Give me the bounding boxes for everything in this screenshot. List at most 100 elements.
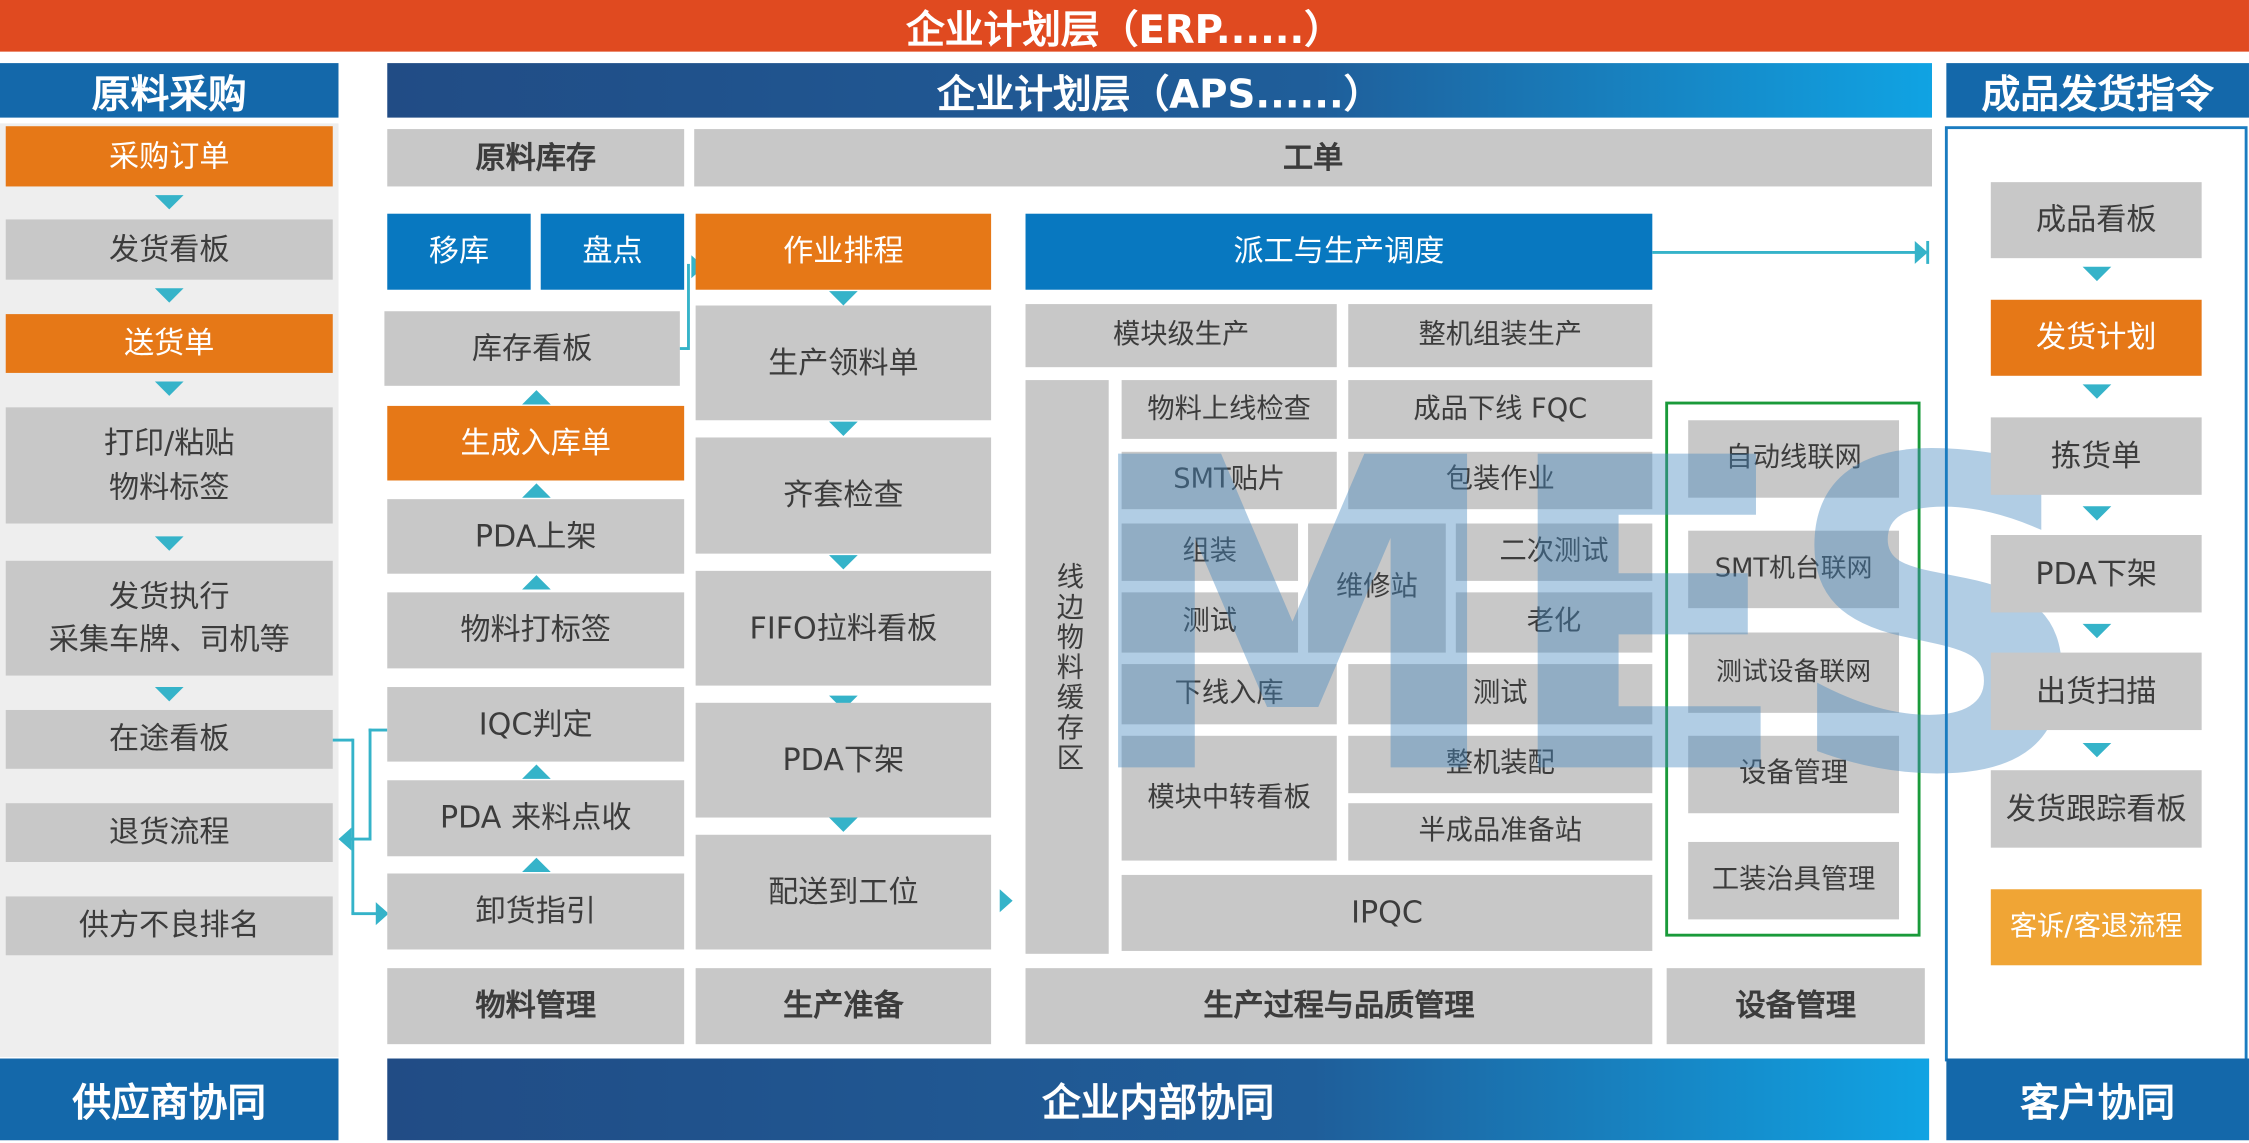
arrow-down-icon bbox=[154, 687, 184, 702]
arrow-down-icon bbox=[829, 817, 858, 832]
right-header: 成品发货指令 bbox=[1946, 63, 2249, 118]
repair-station[interactable]: 维修站 bbox=[1308, 523, 1446, 653]
arrow-down-icon bbox=[829, 421, 858, 437]
arrow-up-icon bbox=[522, 390, 551, 405]
smt-placement[interactable]: SMT贴片 bbox=[1121, 451, 1337, 510]
customer-collaboration: 客户协同 bbox=[1946, 1058, 2249, 1141]
arrow-left-icon bbox=[338, 827, 352, 851]
print-label[interactable]: 打印/粘贴 物料标签 bbox=[5, 407, 333, 524]
arrow-right-icon bbox=[999, 889, 1013, 913]
connector-line bbox=[368, 728, 388, 732]
shipping-plan[interactable]: 发货计划 bbox=[1990, 299, 2202, 376]
connector-line bbox=[368, 728, 372, 841]
connector-line bbox=[349, 837, 371, 841]
connector-line bbox=[1926, 240, 1930, 264]
arrow-right-icon bbox=[1914, 240, 1928, 264]
connector-line bbox=[351, 738, 355, 914]
dispatch-scheduling[interactable]: 派工与生产调度 bbox=[1025, 213, 1653, 290]
generate-inbound-order[interactable]: 生成入库单 bbox=[387, 405, 685, 481]
iqc-judgement[interactable]: IQC判定 bbox=[387, 687, 685, 762]
connector-line bbox=[1652, 251, 1920, 254]
connector-line bbox=[332, 738, 353, 742]
left-header: 原料采购 bbox=[0, 63, 339, 118]
delivery-note[interactable]: 送货单 bbox=[5, 314, 333, 373]
shipment-tracking-board[interactable]: 发货跟踪看板 bbox=[1990, 770, 2202, 848]
semi-finished-station[interactable]: 半成品准备站 bbox=[1348, 803, 1653, 861]
unloading-guide[interactable]: 卸货指引 bbox=[387, 873, 685, 950]
final-assembly[interactable]: 整机装配 bbox=[1348, 735, 1653, 794]
arrow-down-icon bbox=[154, 536, 184, 551]
shipment-scan[interactable]: 出货扫描 bbox=[1990, 652, 2202, 731]
connector-line bbox=[687, 263, 690, 350]
internal-collaboration: 企业内部协同 bbox=[387, 1058, 1930, 1141]
assembly-production[interactable]: 整机组装生产 bbox=[1348, 304, 1653, 368]
in-transit-board[interactable]: 在途看板 bbox=[5, 709, 333, 769]
arrow-down-icon bbox=[2082, 506, 2112, 521]
fifo-pull-board[interactable]: FIFO拉料看板 bbox=[695, 570, 992, 686]
assembly[interactable]: 组装 bbox=[1121, 523, 1299, 581]
kit-check[interactable]: 齐套检查 bbox=[695, 437, 992, 554]
arrow-down-icon bbox=[2082, 623, 2112, 639]
line-side-buffer[interactable]: 线边物料缓存区 bbox=[1025, 380, 1109, 954]
arrow-down-icon bbox=[154, 381, 184, 396]
finished-goods-board[interactable]: 成品看板 bbox=[1990, 182, 2202, 259]
test-assembly[interactable]: 测试 bbox=[1348, 664, 1653, 725]
picking-list[interactable]: 拣货单 bbox=[1990, 417, 2202, 495]
arrow-down-icon bbox=[829, 555, 858, 570]
module-production[interactable]: 模块级生产 bbox=[1025, 304, 1337, 368]
customer-complaint-process[interactable]: 客诉/客退流程 bbox=[1990, 889, 2202, 966]
pda-shelving[interactable]: PDA上架 bbox=[387, 499, 685, 574]
connector-line bbox=[351, 912, 378, 916]
deliver-to-station[interactable]: 配送到工位 bbox=[695, 834, 992, 950]
packaging[interactable]: 包装作业 bbox=[1348, 451, 1653, 510]
arrow-down-icon bbox=[2082, 266, 2112, 282]
arrow-up-icon bbox=[522, 857, 551, 873]
arrow-down-icon bbox=[154, 195, 184, 210]
arrow-up-icon bbox=[522, 764, 551, 779]
secondary-test[interactable]: 二次测试 bbox=[1455, 523, 1653, 581]
arrow-down-icon bbox=[2082, 384, 2112, 399]
arrow-up-icon bbox=[522, 483, 551, 498]
module-transfer-board[interactable]: 模块中转看板 bbox=[1121, 735, 1337, 861]
pda-receiving[interactable]: PDA 来料点收 bbox=[387, 780, 685, 857]
smt-machine-network[interactable]: SMT机台联网 bbox=[1688, 530, 1900, 609]
shipping-execution[interactable]: 发货执行 采集车牌、司机等 bbox=[5, 560, 333, 676]
production-picking-list[interactable]: 生产领料单 bbox=[695, 305, 992, 421]
inventory-board[interactable]: 库存看板 bbox=[384, 311, 680, 386]
inventory-count[interactable]: 盘点 bbox=[540, 213, 685, 290]
test-equipment-network[interactable]: 测试设备联网 bbox=[1688, 632, 1900, 713]
equipment-group-border bbox=[1665, 401, 1921, 937]
supplier-defect-ranking[interactable]: 供方不良排名 bbox=[5, 896, 333, 956]
arrow-right-icon bbox=[375, 902, 389, 926]
equipment-management-footer: 设备管理 bbox=[1666, 968, 1925, 1045]
tooling-management[interactable]: 工装治具管理 bbox=[1688, 841, 1900, 920]
offline-storage[interactable]: 下线入库 bbox=[1121, 664, 1337, 725]
ipqc[interactable]: IPQC bbox=[1121, 874, 1653, 951]
material-management-footer: 物料管理 bbox=[387, 968, 685, 1045]
return-process[interactable]: 退货流程 bbox=[5, 803, 333, 863]
auto-line-network[interactable]: 自动线联网 bbox=[1688, 420, 1900, 498]
arrow-down-icon bbox=[829, 291, 858, 306]
production-prep-footer: 生产准备 bbox=[695, 968, 992, 1045]
erp-bar: 企业计划层（ERP......） bbox=[0, 0, 2249, 52]
pda-unshelving[interactable]: PDA下架 bbox=[695, 702, 992, 818]
transfer-stock[interactable]: 移库 bbox=[387, 213, 531, 290]
job-scheduling[interactable]: 作业排程 bbox=[695, 213, 992, 290]
shipping-board[interactable]: 发货看板 bbox=[5, 219, 333, 280]
connector-line bbox=[679, 347, 689, 350]
purchase-order[interactable]: 采购订单 bbox=[5, 126, 333, 187]
raw-material-stock: 原料库存 bbox=[387, 129, 685, 187]
supplier-collaboration: 供应商协同 bbox=[0, 1058, 339, 1141]
process-quality-footer: 生产过程与品质管理 bbox=[1025, 968, 1653, 1045]
aging[interactable]: 老化 bbox=[1455, 592, 1653, 653]
test-module[interactable]: 测试 bbox=[1121, 592, 1299, 653]
fqc[interactable]: 成品下线 FQC bbox=[1348, 380, 1653, 439]
arrow-down-icon bbox=[154, 288, 184, 303]
material-labeling[interactable]: 物料打标签 bbox=[387, 592, 685, 669]
pda-unshelving-fg[interactable]: PDA下架 bbox=[1990, 534, 2202, 613]
material-online-check[interactable]: 物料上线检查 bbox=[1121, 380, 1337, 439]
work-order: 工单 bbox=[694, 129, 1933, 187]
equipment-management[interactable]: 设备管理 bbox=[1688, 735, 1900, 814]
arrow-up-icon bbox=[522, 575, 551, 590]
